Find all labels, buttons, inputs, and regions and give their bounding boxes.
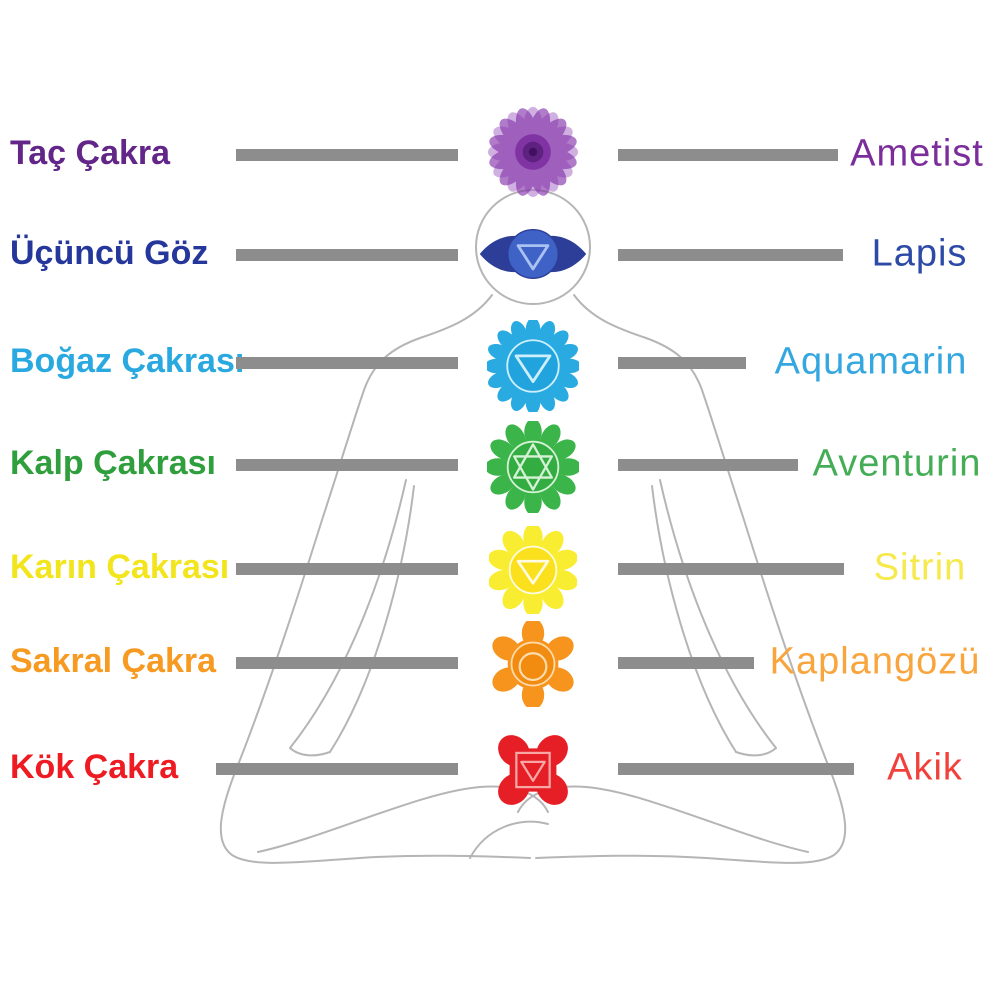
- connector-bar-left: [236, 249, 458, 261]
- chakra-name-label: Üçüncü Göz: [10, 233, 209, 272]
- chakra-name-label: Karın Çakrası: [10, 547, 230, 586]
- connector-bar-left: [236, 149, 458, 161]
- stone-name-label: Sitrin: [873, 546, 967, 589]
- sacral-chakra-icon: [490, 621, 576, 707]
- connector-bar-right: [618, 149, 838, 161]
- connector-bar-right: [618, 563, 844, 575]
- third-eye-chakra-icon: [477, 224, 589, 284]
- connector-bar-right: [618, 357, 746, 369]
- chakra-name-label: Kalp Çakrası: [10, 443, 216, 482]
- heart-chakra-icon: [487, 421, 579, 513]
- stone-name-label: Lapis: [871, 232, 968, 275]
- connector-bar-left: [236, 357, 458, 369]
- stone-name-label: Kaplangözü: [769, 640, 981, 683]
- throat-chakra-icon: [487, 320, 579, 412]
- connector-bar-left: [236, 657, 458, 669]
- connector-bar-right: [618, 249, 843, 261]
- solar-plexus-chakra-icon: [489, 526, 577, 614]
- stone-name-label: Aquamarin: [774, 340, 968, 383]
- connector-bar-right: [618, 459, 798, 471]
- stone-name-label: Akik: [887, 746, 963, 789]
- connector-bar-left: [236, 459, 458, 471]
- connector-bar-left: [216, 763, 458, 775]
- chakra-name-label: Sakral Çakra: [10, 641, 217, 680]
- chakra-name-label: Kök Çakra: [10, 747, 179, 786]
- chakra-name-label: Taç Çakra: [10, 133, 171, 172]
- connector-bar-right: [618, 763, 854, 775]
- stone-name-label: Ametist: [850, 132, 984, 175]
- connector-bar-left: [236, 563, 458, 575]
- crown-chakra-icon: [486, 105, 580, 199]
- connector-bar-right: [618, 657, 754, 669]
- chakra-name-label: Boğaz Çakrası: [10, 341, 245, 380]
- stone-name-label: Aventurin: [812, 442, 982, 485]
- root-chakra-icon: [488, 725, 578, 815]
